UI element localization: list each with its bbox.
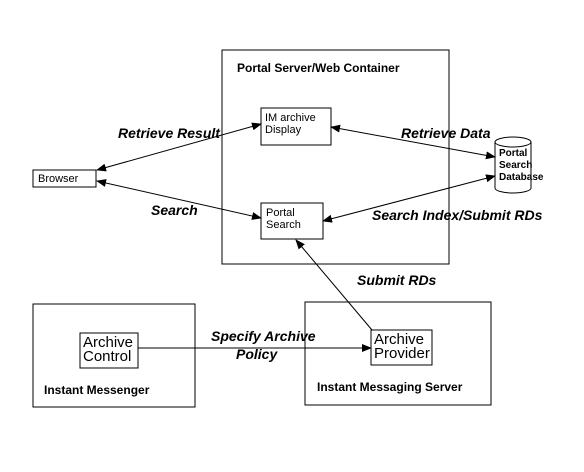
im-archive-display-label-2: Display — [265, 124, 302, 136]
browser-label: Browser — [38, 173, 79, 185]
retrieve-data-arrow — [330, 124, 496, 160]
database-label-2: Search — [499, 160, 532, 171]
database-label-3: Database — [499, 172, 544, 183]
im-archive-display-box — [260, 107, 332, 146]
archive-control-label-1: Archive — [83, 334, 133, 351]
archive-provider-label-1: Archive — [374, 331, 424, 348]
archive-provider-box — [370, 329, 433, 366]
im-archive-display-label-1: IM archive — [265, 112, 316, 124]
database-label-1: Portal — [499, 148, 528, 159]
portal-search-label-2: Search — [266, 219, 301, 231]
browser-box — [32, 169, 97, 188]
portal-server-container — [221, 49, 450, 265]
retrieve-result-label: Retrieve Result — [118, 125, 221, 141]
specify-policy-label-2: Policy — [236, 346, 278, 362]
search-label: Search — [151, 202, 198, 218]
archive-provider-label-2: Provider — [374, 345, 430, 362]
specify-policy-label-1: Specify Archive — [211, 328, 316, 344]
portal-server-title: Portal Server/Web Container — [237, 61, 400, 75]
retrieve-data-label: Retrieve Data — [401, 125, 491, 141]
portal-search-box — [260, 202, 324, 240]
archive-control-label-2: Control — [83, 348, 131, 365]
search-index-label: Search Index/Submit RDs — [372, 207, 543, 223]
instant-messenger-title: Instant Messenger — [44, 383, 150, 397]
portal-search-label-1: Portal — [266, 207, 295, 219]
retrieve-result-arrow — [96, 122, 262, 172]
archive-control-box — [79, 332, 139, 369]
submit-rds-label: Submit RDs — [357, 272, 437, 288]
messaging-server-title: Instant Messaging Server — [317, 380, 463, 394]
search-index-arrow — [322, 174, 496, 223]
search-arrow — [96, 179, 262, 220]
submit-rds-arrow — [295, 239, 373, 331]
